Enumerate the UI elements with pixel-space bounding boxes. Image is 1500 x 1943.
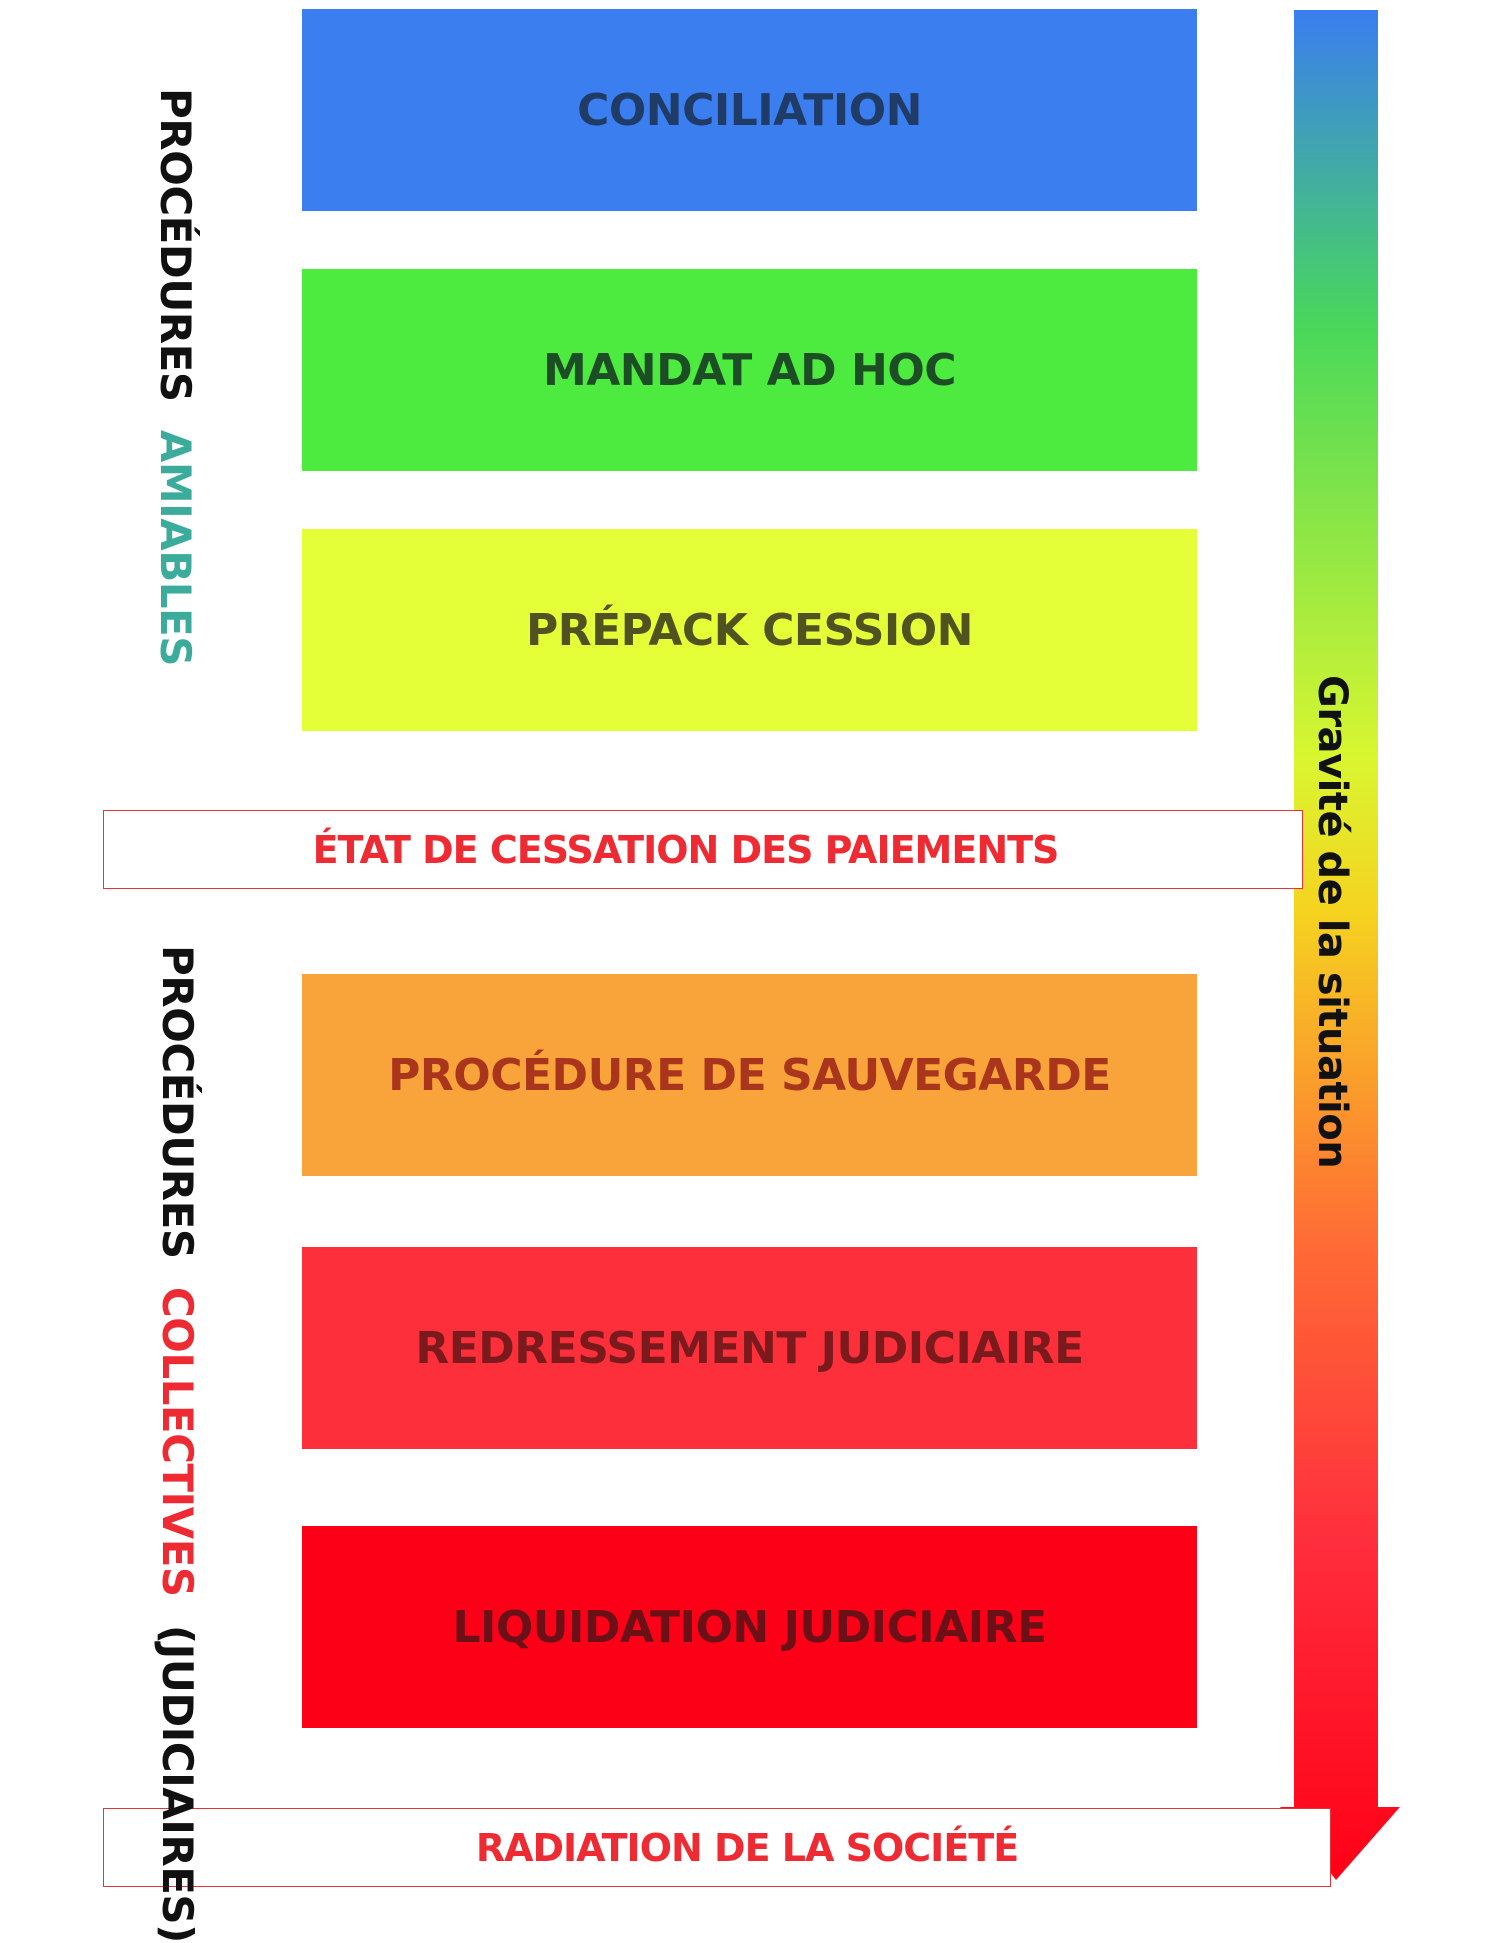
procedure-prepack-cession: PRÉPACK CESSION <box>302 529 1197 731</box>
group-keyword: COLLECTIVES <box>153 1286 202 1597</box>
threshold-label: ÉTAT DE CESSATION DES PAIEMENTS <box>312 827 1060 872</box>
procedure-sauvegarde: PROCÉDURE DE SAUVEGARDE <box>302 974 1197 1176</box>
procedure-liquidation-judiciaire: LIQUIDATION JUDICIAIRE <box>302 1526 1197 1728</box>
threshold-radiation-societe: RADIATION DE LA SOCIÉTÉ <box>103 1808 1331 1887</box>
threshold-label: RADIATION DE LA SOCIÉTÉ <box>475 1825 1019 1870</box>
procedure-label: LIQUIDATION JUDICIAIRE <box>452 1601 1047 1653</box>
group-keyword: AMIABLES <box>151 429 200 666</box>
procedure-label: CONCILIATION <box>577 84 922 136</box>
group-label-amiables: PROCÉDURES AMIABLES <box>151 88 200 666</box>
severity-arrow-shape <box>1280 10 1400 1880</box>
procedure-label: PRÉPACK CESSION <box>525 604 974 656</box>
severity-arrow <box>1280 10 1400 1880</box>
procedure-conciliation: CONCILIATION <box>302 9 1197 211</box>
procedure-label: MANDAT AD HOC <box>542 344 957 396</box>
procedure-label: PROCÉDURE DE SAUVEGARDE <box>388 1049 1111 1101</box>
group-prefix: PROCÉDURES <box>153 945 202 1259</box>
procedure-redressement-judiciaire: REDRESSEMENT JUDICIAIRE <box>302 1247 1197 1449</box>
group-label-collectives: PROCÉDURES COLLECTIVES (JUDICIAIRES) <box>153 945 202 1943</box>
procedure-mandat-ad-hoc: MANDAT AD HOC <box>302 269 1197 471</box>
threshold-cessation-paiements: ÉTAT DE CESSATION DES PAIEMENTS <box>103 810 1303 889</box>
procedure-label: REDRESSEMENT JUDICIAIRE <box>415 1322 1084 1374</box>
group-suffix: (JUDICIAIRES) <box>153 1624 202 1943</box>
procedure-diagram: CONCILIATION MANDAT AD HOC PRÉPACK CESSI… <box>103 9 1400 1943</box>
severity-label: Gravité de la situation <box>1309 675 1355 1169</box>
group-prefix: PROCÉDURES <box>151 88 200 402</box>
